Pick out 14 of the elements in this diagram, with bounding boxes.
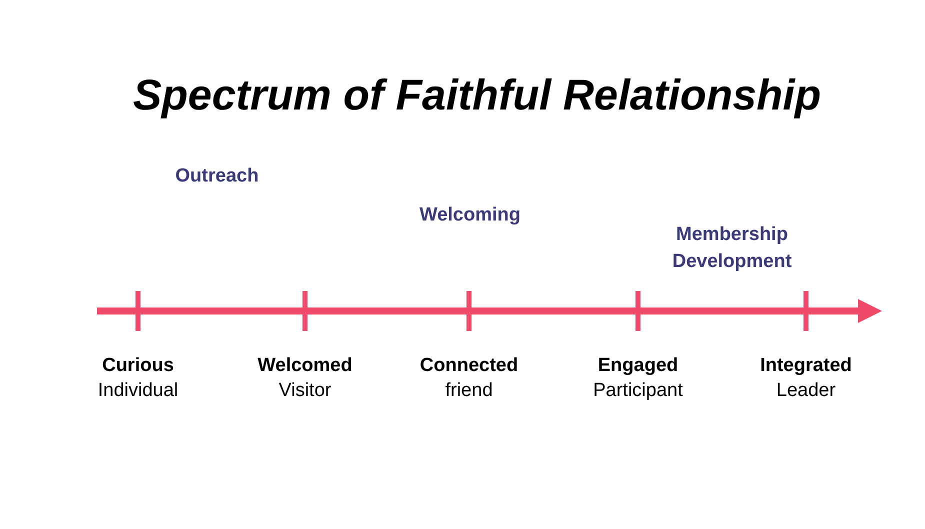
phase-label: Welcoming [418,204,522,228]
stage-heading: Connected [420,355,518,377]
stage-role: Participant [593,380,683,402]
stage-role: Visitor [278,380,332,402]
stage-heading: Engaged [598,355,678,377]
phase-label: Membership Development [671,223,793,274]
phase-label: Outreach [174,164,260,188]
stage-role: friend [445,380,493,402]
stage-role: Leader [776,380,836,402]
stage-heading: Welcomed [258,355,352,377]
stage-role: Individual [98,380,178,402]
stage-heading: Integrated [760,355,852,377]
title: Spectrum of Faithful Relationship [132,72,822,120]
stage-heading: Curious [102,355,174,377]
